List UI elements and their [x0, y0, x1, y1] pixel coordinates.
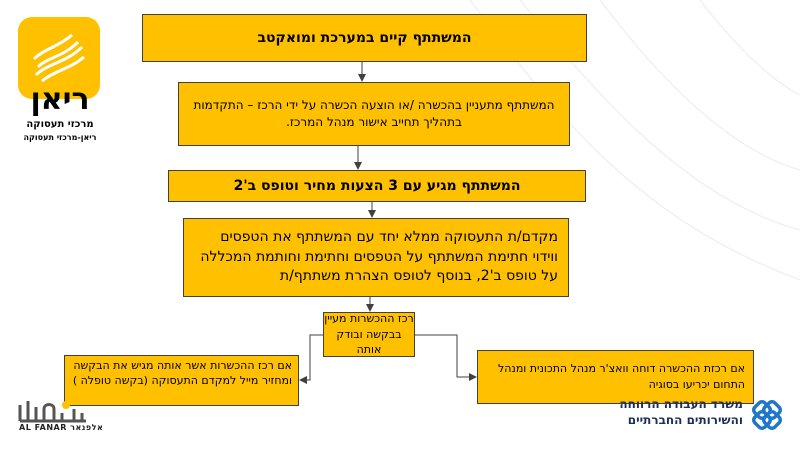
riyan-logo	[18, 17, 100, 99]
riyan-logo-wordmark: ריאן	[30, 82, 90, 117]
step-5-text: רכז ההכשרות מעיין בבקשה ובודק אותה	[324, 312, 414, 357]
ministry-logo-icon	[752, 400, 782, 430]
alfanar-latin: AL FANAR	[19, 423, 67, 432]
step-4-text: מקדם/ת התעסוקה ממלא יחד עם המשתתף את הטפ…	[200, 229, 558, 285]
step-2-text: המשתתף מתעניין בהכשרה /או הוצעה הכשרה על…	[193, 97, 555, 129]
step-coordinator-review: רכז ההכשרות מעיין בבקשה ובודק אותה	[323, 312, 415, 357]
step-participant-interested: המשתתף מתעניין בהכשרה /או הוצעה הכשרה על…	[178, 82, 570, 146]
arrow-to-right-branch	[415, 334, 477, 381]
riyan-logo-tagline: ריאן-מרכזי תעסוקה	[23, 133, 97, 142]
step-1-text: המשתתף קיים במערכת ומואקטב	[257, 30, 472, 46]
step-price-quotes: המשתתף מגיע עם 3 הצעות מחיר וטופס ב'2	[168, 170, 586, 202]
riyan-logo-subtitle: מרכזי תעסוקה	[26, 119, 94, 130]
branch-approved-text: אם רכז ההכשרות אשר אותה מגיש את הבקשה ומ…	[72, 359, 292, 387]
branch-approved: אם רכז ההכשרות אשר אותה מגיש את הבקשה ומ…	[64, 355, 299, 406]
ministry-line-2: והשירותים החברתיים	[627, 412, 743, 427]
ministry-logo-text: משרד העבודה הרווחה והשירותים החברתיים	[613, 397, 743, 428]
step-participant-active: המשתתף קיים במערכת ומואקטב	[142, 14, 587, 62]
alfanar-logo-icon	[18, 401, 86, 423]
alfanar-hebrew: אלפנאר	[70, 423, 104, 432]
alfanar-logo-text: AL FANAR אלפנאר	[19, 423, 103, 432]
riyan-logo-icon	[32, 33, 85, 83]
ministry-line-1: משרד העבודה הרווחה	[619, 397, 743, 411]
step-forms-filling: מקדם/ת התעסוקה ממלא יחד עם המשתתף את הטפ…	[183, 218, 569, 297]
step-3-text: המשתתף מגיע עם 3 הצעות מחיר וטופס ב'2	[233, 178, 521, 194]
branch-rejected: אם רכזת ההכשרה דוחה וואצ'ר מנהל התכונית …	[477, 350, 754, 404]
branch-rejected-text: אם רכזת ההכשרה דוחה וואצ'ר מנהל התכונית …	[497, 361, 745, 392]
arrow-to-left-branch	[299, 334, 323, 384]
